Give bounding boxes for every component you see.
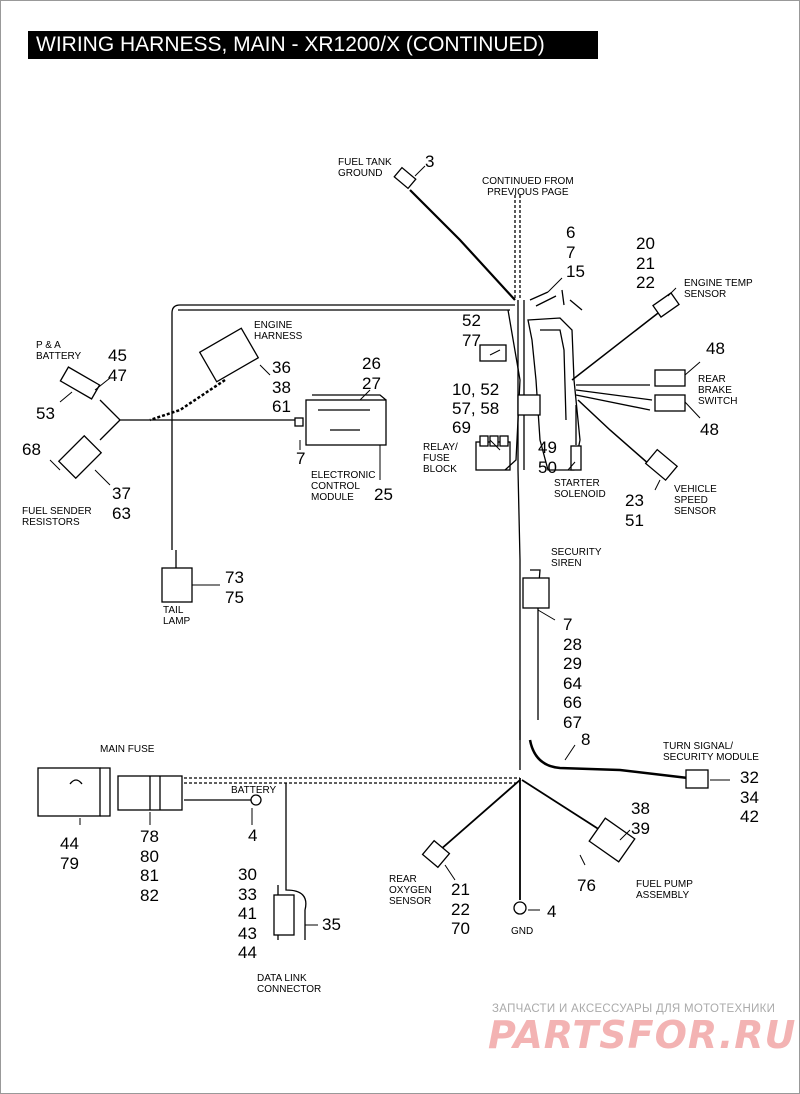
vss-wire	[577, 399, 651, 466]
harness-trunk	[517, 300, 521, 770]
callout-4-battery: 4	[248, 826, 258, 845]
electronic-control-module	[305, 399, 387, 446]
label-fuel-sender-resistors: FUEL SENDER RESISTORS	[22, 506, 92, 528]
label-rear-oxygen-sensor: REAR OXYGEN SENSOR	[389, 874, 432, 907]
callout-53: 53	[36, 404, 55, 423]
data-link-connector	[273, 894, 295, 936]
label-turn-signal-module: TURN SIGNAL/ SECURITY MODULE	[663, 741, 759, 763]
label-tail-lamp: TAIL LAMP	[163, 605, 191, 627]
label-fuel-tank-ground: FUEL TANK GROUND	[338, 157, 392, 179]
label-pa-battery: P & A BATTERY	[36, 340, 82, 362]
tail-lamp-connector	[161, 567, 193, 603]
callout-3: 3	[425, 152, 435, 171]
callout-48-bottom: 48	[700, 420, 719, 439]
label-battery: BATTERY	[231, 785, 277, 796]
label-engine-harness: ENGINE HARNESS	[254, 320, 303, 342]
callout-48-top: 48	[706, 339, 725, 358]
label-gnd: GND	[511, 926, 534, 937]
left-branch-wire	[171, 304, 515, 550]
rear-brake-switch-b	[654, 394, 686, 412]
label-vehicle-speed-sensor: VEHICLE SPEED SENSOR	[674, 484, 717, 517]
engine-harness-connector	[198, 327, 260, 383]
engine-temp-wire	[571, 309, 663, 381]
label-ecm: ELECTRONIC CONTROL MODULE	[311, 470, 376, 503]
engine-harness-wire	[149, 378, 226, 422]
main-harness-bottom	[184, 777, 520, 784]
battery-terminal	[250, 794, 262, 806]
rear-oxygen-connector	[421, 839, 451, 869]
connector-10-52	[517, 394, 541, 416]
rear-oxygen-wire	[439, 779, 521, 851]
fuel-pump-connector	[588, 817, 636, 863]
rear-brake-switch-a	[654, 369, 686, 387]
callout-7-ecm: 7	[296, 449, 306, 468]
label-main-fuse: MAIN FUSE	[100, 744, 155, 755]
relay-fuse-block	[475, 441, 511, 471]
callout-25: 25	[374, 485, 393, 504]
label-rear-brake-switch: REAR BRAKE SWITCH	[698, 374, 738, 407]
turn-signal-connector	[685, 769, 709, 789]
callout-4-gnd: 4	[547, 902, 557, 921]
callout-76: 76	[577, 876, 596, 895]
label-data-link-connector: DATA LINK CONNECTOR	[257, 973, 322, 995]
harness-trunk-top	[514, 195, 521, 300]
fuel-tank-ground-wire	[409, 189, 516, 301]
label-security-siren: SECURITY SIREN	[551, 547, 602, 569]
label-continued: CONTINUED FROM PREVIOUS PAGE	[482, 176, 574, 198]
main-fuse-body	[37, 767, 101, 817]
rear-brake-wires	[575, 384, 653, 411]
label-fuel-pump-assembly: FUEL PUMP ASSEMBLY	[636, 879, 693, 901]
callout-57-58: 57, 58	[452, 399, 500, 418]
label-relay-fuse-block: RELAY/ FUSE BLOCK	[423, 442, 458, 475]
label-engine-temp-sensor: ENGINE TEMP SENSOR	[684, 278, 753, 300]
starter-solenoid	[570, 445, 582, 471]
fuel-tank-ground-terminal	[393, 166, 417, 190]
watermark-logo: PARTSFOR.RU	[488, 1013, 797, 1057]
fuel-sender-connector	[57, 434, 103, 480]
callout-8: 8	[581, 730, 591, 749]
fuel-pump-wire	[521, 779, 601, 831]
watermark-subtitle: ЗАПЧАСТИ И АКСЕССУАРЫ ДЛЯ МОТОТЕХНИКИ	[492, 1003, 776, 1015]
label-starter-solenoid: STARTER SOLENOID	[554, 478, 606, 500]
callout-10-52: 10, 52	[452, 380, 500, 399]
gnd-terminal	[513, 901, 527, 915]
engine-temp-sensor	[652, 292, 680, 318]
callout-35: 35	[322, 915, 341, 934]
pa-battery-connector	[59, 366, 101, 400]
security-siren-connector	[522, 577, 550, 609]
turn-signal-wire	[528, 739, 689, 780]
page-title: WIRING HARNESS, MAIN - XR1200/X (CONTINU…	[28, 31, 598, 59]
vehicle-speed-sensor	[644, 448, 679, 482]
callout-68: 68	[22, 440, 41, 459]
ecm-wire	[99, 399, 300, 441]
callout-69: 69	[452, 418, 471, 437]
